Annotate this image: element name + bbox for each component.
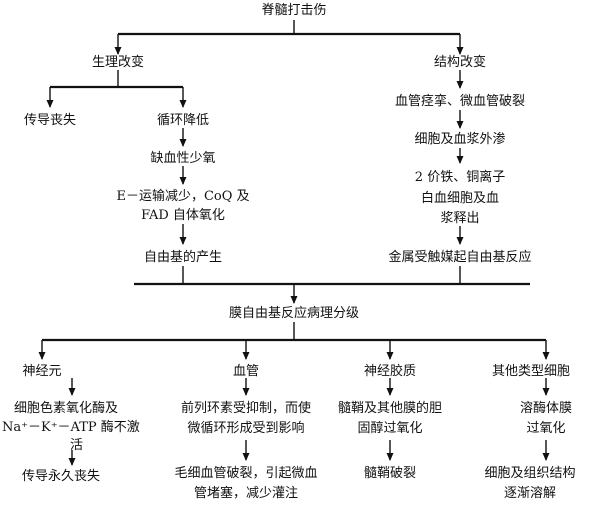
other-cells-heading: 其他类型细胞 (491, 364, 571, 379)
other-result-line2: 逐渐溶解 (503, 486, 557, 501)
membrane-radical-grading: 膜自由基反应病理分级 (228, 306, 360, 321)
physiological-heading: 生理改变 (91, 55, 145, 70)
vessel-spasm: 血管痉挛、微血管破裂 (394, 94, 526, 109)
title: 脊髓打击伤 (261, 3, 327, 18)
electron-transport-line1: E－运输减少，CoQ 及 (116, 189, 250, 204)
vessel-result-line2: 管堵塞，减少灌注 (193, 486, 299, 501)
glia-line1: 髓鞘及其他膜的胆 (337, 401, 443, 416)
structural-heading: 结构改变 (433, 55, 487, 70)
glia-result: 髓鞘破裂 (363, 466, 417, 481)
vessel-line2: 微循环形成受到影响 (187, 421, 305, 436)
neuron-line2: Na⁺－K⁺－ATP 酶不激 (2, 420, 140, 435)
conduction-loss: 传导丧失 (23, 113, 77, 128)
iron-copper-ions: 2 价铁、铜离子 (414, 170, 506, 185)
circulation-reduced: 循环降低 (156, 113, 210, 128)
leukocyte-release-line1: 白血细胞及血 (420, 191, 500, 206)
other-line2: 过氧化 (526, 421, 566, 436)
other-line1: 溶酶体膜 (519, 401, 573, 416)
free-radical-generation: 自由基的产生 (143, 250, 223, 265)
metal-catalyzed-reaction: 金属受触媒起自由基反应 (388, 250, 532, 265)
neuron-heading: 神经元 (22, 364, 62, 379)
glia-line2: 固醇过氧化 (357, 421, 423, 436)
vessel-result-line1: 毛细血管破裂，引起微血 (174, 466, 318, 481)
neuron-line3: 活 (70, 438, 84, 453)
other-result-line1: 细胞及组织结构 (484, 466, 576, 481)
leukocyte-release-line2: 浆释出 (440, 211, 480, 226)
ischemic-hypoxia: 缺血性少氧 (150, 151, 216, 166)
vessel-heading: 血管 (232, 364, 260, 379)
cell-plasma-exudate: 细胞及血浆外渗 (414, 132, 506, 147)
electron-transport-line2: FAD 自体氧化 (141, 208, 225, 223)
neuron-result: 传导永久丧失 (22, 469, 101, 484)
glia-heading: 神经胶质 (363, 364, 417, 379)
neuron-line1: 细胞色素氧化酶及 (14, 401, 119, 416)
vessel-line1: 前列环素受抑制，而使 (180, 401, 312, 416)
